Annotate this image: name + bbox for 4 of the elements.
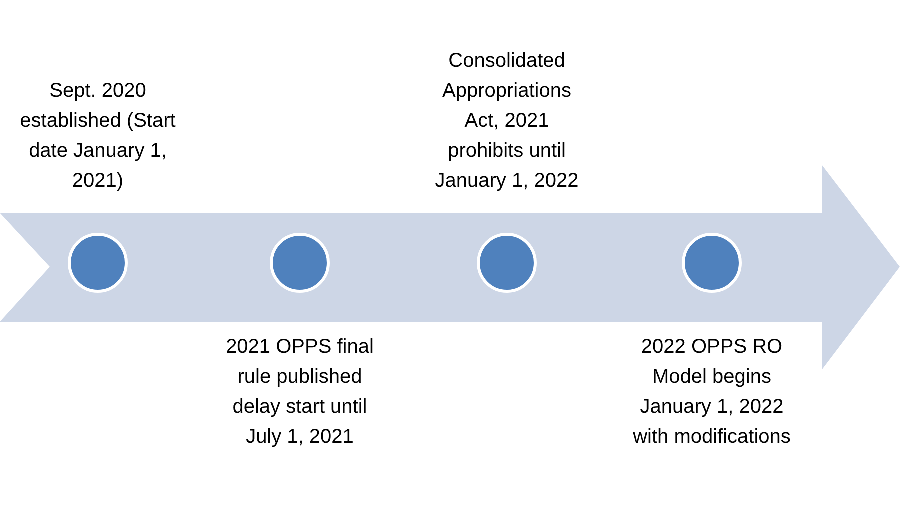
milestone-text: Sept. 2020 established (Start date January 1, 2021) xyxy=(19,79,177,194)
milestone-text: Consolidated Appropriations Act, 2021 prohibits until January 1, 2022 xyxy=(434,49,580,194)
milestone-text: 2021 OPPS final rule published delay start until July 1, 2021 xyxy=(225,335,375,450)
milestone-text: 2022 OPPS RO Model begins January 1, 2022 with modifications xyxy=(632,335,792,450)
